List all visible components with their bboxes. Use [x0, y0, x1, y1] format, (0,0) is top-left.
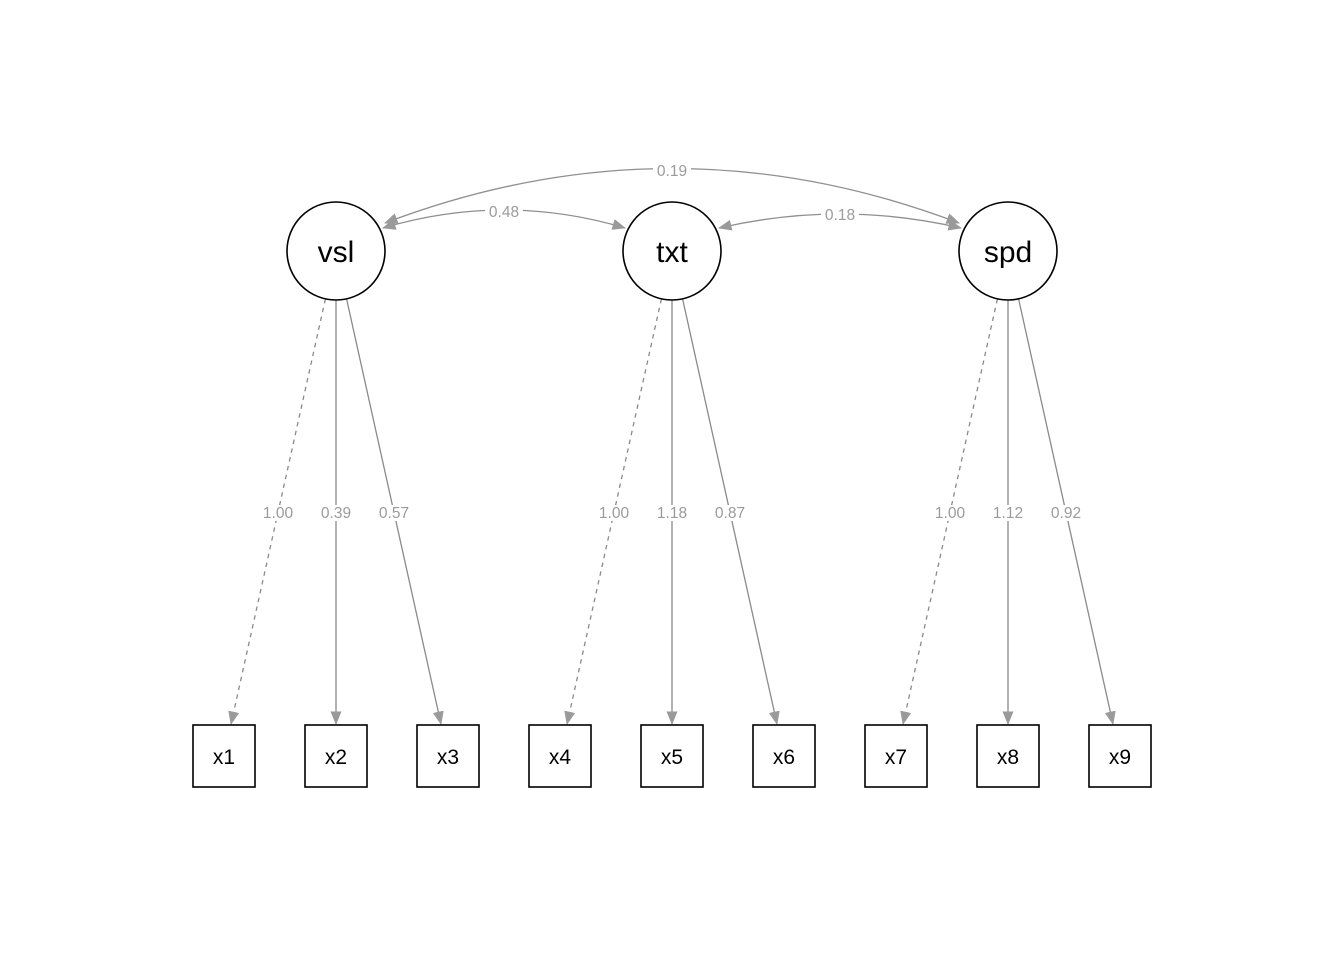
loading-label-bg	[711, 505, 749, 521]
loading-label-bg	[375, 505, 413, 521]
manifest-node-x6	[752, 724, 816, 788]
latent-node-spd-label: spd	[984, 236, 1032, 269]
manifest-node-x7	[864, 724, 928, 788]
latent-node-txt-label: txt	[656, 236, 688, 269]
manifest-node-x8-label: x8	[997, 746, 1019, 769]
covariance-label-bg	[821, 207, 859, 223]
loading-label-txt-x4: 1.00	[599, 505, 630, 522]
covariance-label-bg	[653, 163, 691, 179]
manifest-node-x5	[640, 724, 704, 788]
loading-label-txt-x5: 1.18	[657, 505, 687, 522]
manifest-node-x9	[1088, 724, 1152, 788]
covariance-label-txt-spd: 0.18	[825, 207, 855, 224]
manifest-node-x7-label: x7	[885, 746, 907, 769]
loading-label-bg	[653, 505, 691, 521]
manifest-node-x8	[976, 724, 1040, 788]
manifest-node-x1	[192, 724, 256, 788]
manifest-node-x1-label: x1	[213, 746, 235, 769]
loading-label-spd-x9: 0.92	[1051, 505, 1081, 522]
loading-label-spd-x7: 1.00	[935, 505, 966, 522]
manifest-node-x3-label: x3	[437, 746, 459, 769]
covariance-label-bg	[485, 204, 523, 220]
loading-label-vsl-x2: 0.39	[321, 505, 351, 522]
latent-node-spd	[958, 201, 1058, 301]
latent-node-txt	[622, 201, 722, 301]
manifest-node-x4	[528, 724, 592, 788]
loading-label-bg	[595, 505, 633, 521]
loading-label-bg	[317, 505, 355, 521]
covariance-label-vsl-txt: 0.48	[489, 204, 519, 221]
latent-node-vsl-label: vsl	[318, 236, 355, 269]
manifest-node-x5-label: x5	[661, 746, 683, 769]
manifest-node-x2-label: x2	[325, 746, 347, 769]
loading-label-vsl-x3: 0.57	[379, 505, 409, 522]
manifest-node-x6-label: x6	[773, 746, 795, 769]
loading-label-spd-x8: 1.12	[993, 505, 1023, 522]
loading-label-vsl-x1: 1.00	[263, 505, 294, 522]
latent-node-vsl	[286, 201, 386, 301]
manifest-node-x2	[304, 724, 368, 788]
loading-label-txt-x6: 0.87	[715, 505, 745, 522]
covariance-label-vsl-spd: 0.19	[657, 163, 687, 180]
loading-label-bg	[1047, 505, 1085, 521]
manifest-node-x3	[416, 724, 480, 788]
manifest-node-x9-label: x9	[1109, 746, 1131, 769]
loading-label-bg	[989, 505, 1027, 521]
loading-label-bg	[259, 505, 297, 521]
loading-label-bg	[931, 505, 969, 521]
manifest-node-x4-label: x4	[549, 746, 572, 769]
